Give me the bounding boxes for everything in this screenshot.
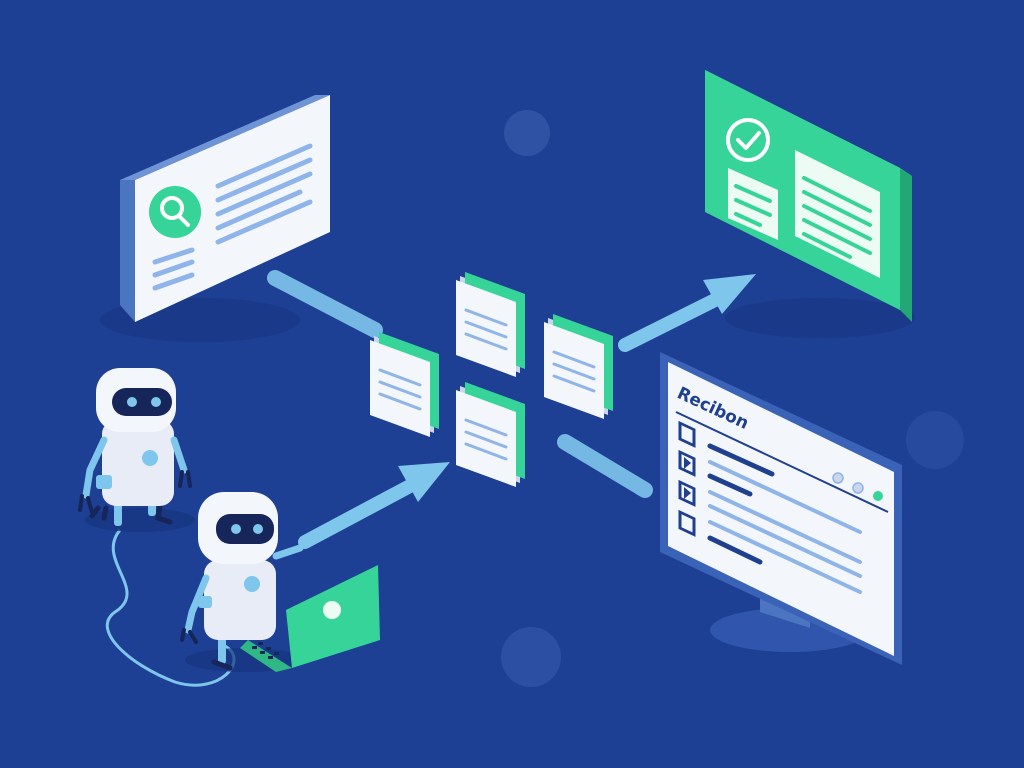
document-stack — [456, 272, 525, 377]
search-panel — [100, 95, 330, 342]
document-stack — [370, 332, 439, 437]
robot-arm — [272, 544, 304, 560]
list-lines — [707, 443, 862, 594]
window-controls — [832, 472, 883, 501]
play-icon — [678, 449, 696, 477]
control-dot — [832, 472, 844, 484]
play-icon — [678, 479, 696, 507]
monitor: Recibon — [660, 352, 902, 665]
title-divider — [675, 411, 889, 513]
control-dot — [852, 482, 864, 494]
check-circle-icon — [726, 118, 770, 162]
text-lines — [152, 143, 313, 291]
robot-visor — [112, 388, 172, 416]
document-stack — [544, 314, 613, 419]
result-panel — [705, 70, 915, 338]
arrow-right-icon — [618, 274, 756, 352]
robot — [78, 368, 195, 532]
decor-circle — [906, 411, 964, 469]
decor-circle — [501, 627, 561, 687]
panel-side — [120, 180, 135, 322]
search-icon — [149, 186, 201, 238]
flow-arrows — [267, 270, 756, 549]
robot-body — [204, 560, 276, 640]
robot — [180, 492, 380, 672]
robot-chest-light — [244, 576, 260, 592]
robot-arm — [184, 574, 210, 634]
checkbox-icon — [678, 509, 696, 537]
laptop — [240, 565, 380, 672]
laptop-logo-icon — [323, 601, 341, 619]
robot-chest-light — [142, 450, 158, 466]
robot-visor — [216, 514, 274, 544]
robot-arm — [170, 436, 188, 474]
connector-line — [557, 434, 653, 498]
arrow-right-icon — [298, 462, 450, 549]
document-stack — [456, 382, 525, 487]
connector-line — [267, 270, 383, 338]
decor-circle — [504, 110, 550, 156]
control-dot — [873, 491, 883, 501]
panel-side — [900, 168, 912, 322]
robot-body — [102, 420, 174, 506]
cable — [106, 529, 236, 687]
checkbox-icon — [678, 420, 696, 448]
robot-arm — [82, 436, 108, 499]
